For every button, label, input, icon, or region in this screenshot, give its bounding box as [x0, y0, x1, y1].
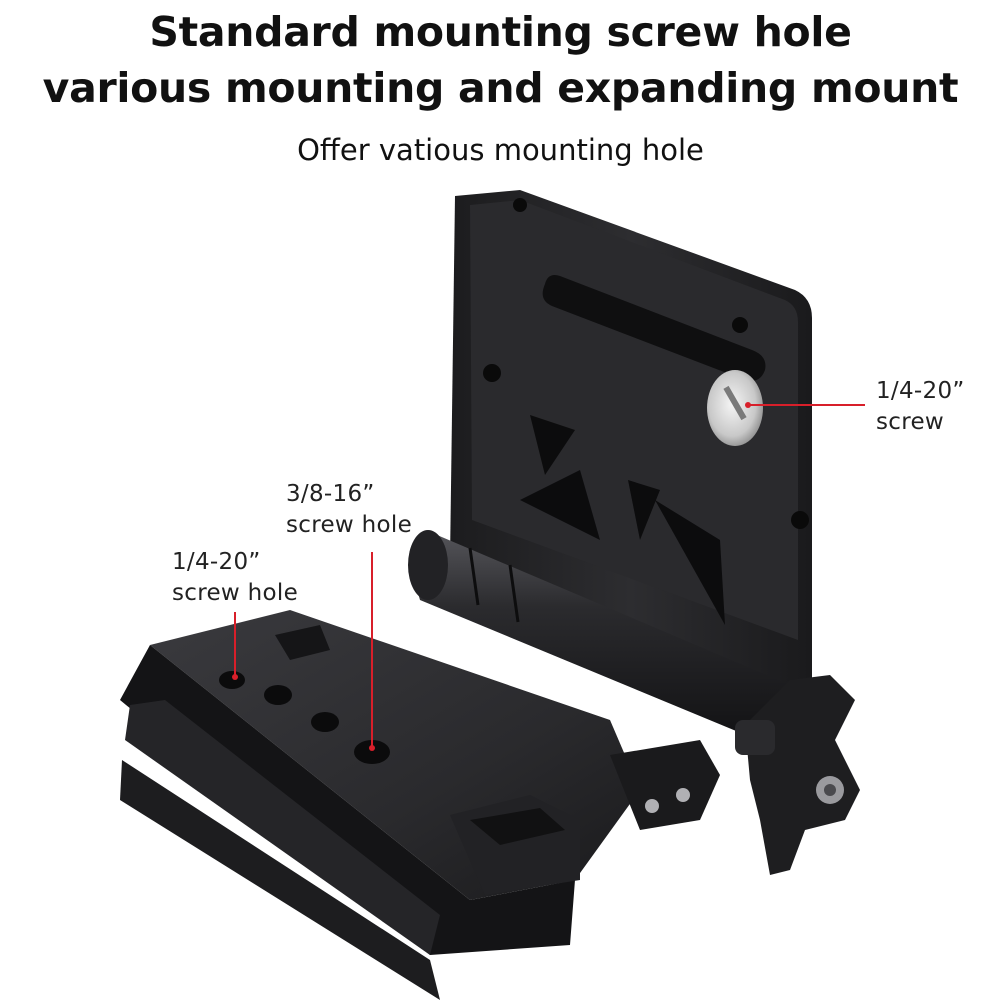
vertical-plate	[450, 190, 812, 690]
quarter-20-screw	[707, 370, 763, 446]
base-plate	[120, 610, 640, 1000]
locking-knob	[735, 675, 860, 875]
callout-three-eighths-screw-hole: 3/8-16” screw hole	[286, 479, 412, 541]
callout-lines	[232, 402, 865, 751]
callout-label-line2: screw hole	[172, 580, 299, 606]
subtitle: Offer vatious mounting hole	[297, 133, 704, 167]
clamp-block	[610, 740, 720, 830]
callout-quarter-20-screw: 1/4-20” screw	[876, 376, 965, 438]
callout-quarter-20-screw-hole: 1/4-20” screw hole	[172, 547, 298, 609]
callout-label-line1: 3/8-16”	[286, 481, 375, 507]
headline-line-1: Standard mounting screw hole	[149, 8, 852, 56]
hinge-barrel	[408, 530, 804, 745]
callout-label-line2: screw	[876, 409, 945, 435]
callout-label-line1: 1/4-20”	[172, 549, 261, 575]
callout-label-line1: 1/4-20”	[876, 378, 965, 404]
headline-line-2: various mounting and expanding mount	[42, 64, 959, 112]
callout-label-line2: screw hole	[286, 512, 413, 538]
